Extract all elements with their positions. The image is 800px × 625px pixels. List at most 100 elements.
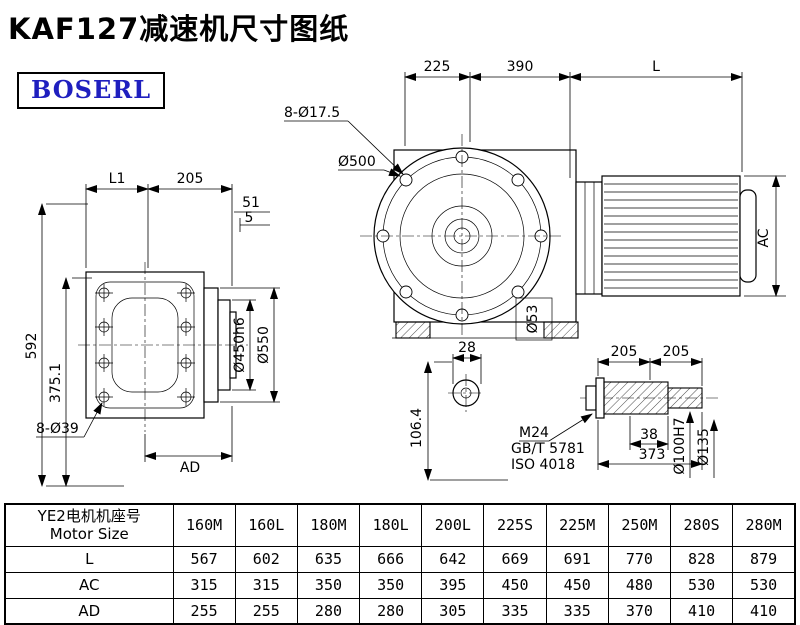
col-header: 160M xyxy=(172,503,236,547)
cell: 691 xyxy=(545,545,609,573)
cell: 879 xyxy=(732,545,796,573)
cell: 335 xyxy=(545,597,609,625)
cell: 395 xyxy=(421,571,485,599)
dim-L: L xyxy=(652,59,660,75)
table-corner-cell: YE2电机机座号 Motor Size xyxy=(4,503,174,547)
row-label: AD xyxy=(4,597,174,625)
cell: 602 xyxy=(234,545,298,573)
cell: 350 xyxy=(296,571,361,599)
front-view: 225 390 L 8-Ø17.5 Ø500 AC Ø53 xyxy=(284,59,786,341)
dim-375: 375.1 xyxy=(48,363,64,403)
cell: 350 xyxy=(359,571,423,599)
cell: 255 xyxy=(172,597,236,625)
dim-bore-diameter: Ø100H7 xyxy=(672,417,688,474)
dim-28: 28 xyxy=(458,340,476,356)
dim-hub-diameter: Ø135 xyxy=(696,428,712,466)
dim-L1: L1 xyxy=(109,171,126,187)
technical-drawing: 225 390 L 8-Ø17.5 Ø500 AC Ø53 xyxy=(24,59,786,487)
table-row-L: L 567 602 635 666 642 669 691 770 828 87… xyxy=(4,545,796,573)
motor-size-table: YE2电机机座号 Motor Size 160M 160L 180M 180L … xyxy=(4,503,796,625)
motor-frame-label-cn: YE2电机机座号 xyxy=(37,506,141,525)
bolt-hole xyxy=(511,173,525,187)
dim-bolt-holes-side: 8-Ø39 xyxy=(36,421,79,437)
motor-body xyxy=(601,175,741,297)
table-header-row: YE2电机机座号 Motor Size 160M 160L 180M 180L … xyxy=(4,503,796,547)
dim-flange-diameter-side: Ø550 xyxy=(256,326,272,364)
dim-205-left: 205 xyxy=(611,344,638,360)
side-view: L1 205 51 5 592 375.1 8-Ø39 AD Ø450h6 Ø xyxy=(24,171,280,487)
bolt-head xyxy=(585,385,597,411)
dim-flange-diameter: Ø500 xyxy=(338,154,376,170)
motor-end-cap xyxy=(739,189,757,283)
cell: 335 xyxy=(483,597,547,625)
dim-106-4: 106.4 xyxy=(409,408,425,448)
bottom-detail-view: 28 106.4 xyxy=(409,340,508,481)
table-row-AD: AD 255 255 280 280 305 335 335 370 410 4… xyxy=(4,597,796,625)
cell: 410 xyxy=(669,597,734,625)
cell: 370 xyxy=(607,597,672,625)
dim-spigot-diameter: Ø450h6 xyxy=(232,317,248,373)
dim-bolt-holes-front: 8-Ø17.5 xyxy=(284,105,340,121)
row-label: AC xyxy=(4,571,174,599)
row-label: L xyxy=(4,545,174,573)
cell: 305 xyxy=(421,597,485,625)
brand-logo-text: BOSERL xyxy=(31,75,152,104)
col-header: 280M xyxy=(732,503,796,547)
dim-boss-diameter: Ø53 xyxy=(525,305,541,334)
col-header: 200L xyxy=(421,503,485,547)
cell: 642 xyxy=(421,545,485,573)
cell: 280 xyxy=(296,597,361,625)
output-boss xyxy=(515,297,553,341)
cell: 770 xyxy=(607,545,672,573)
washer xyxy=(595,377,605,419)
dim-390: 390 xyxy=(507,59,534,75)
col-header: 225M xyxy=(545,503,609,547)
standard-gb: GB/T 5781 xyxy=(511,441,585,457)
dim-225: 225 xyxy=(424,59,451,75)
thread-spec: M24 xyxy=(519,425,549,441)
cell: 315 xyxy=(172,571,236,599)
cell: 315 xyxy=(234,571,298,599)
dim-592: 592 xyxy=(24,333,40,360)
dim-205: 205 xyxy=(177,171,204,187)
col-header: 250M xyxy=(607,503,672,547)
bolt-hole xyxy=(399,285,413,299)
cell: 567 xyxy=(172,545,236,573)
cell: 669 xyxy=(483,545,547,573)
dim-AC: AC xyxy=(756,228,772,247)
dim-205-right: 205 xyxy=(663,344,690,360)
dim-373: 373 xyxy=(639,447,666,463)
cell: 480 xyxy=(607,571,672,599)
foot-right xyxy=(543,321,579,339)
cell: 530 xyxy=(669,571,734,599)
col-header: 180M xyxy=(296,503,361,547)
shaft-detail-view: 205 205 38 373 M24 GB/T 5781 ISO 4018 Ø1… xyxy=(511,344,718,478)
foot-left xyxy=(395,321,431,339)
dim-5: 5 xyxy=(245,210,254,226)
shaft-section xyxy=(603,381,669,415)
bolt-hole xyxy=(511,285,525,299)
cell: 280 xyxy=(359,597,423,625)
cell: 828 xyxy=(669,545,734,573)
shaft-bore-section xyxy=(667,387,703,409)
standard-iso: ISO 4018 xyxy=(511,457,575,473)
bolt-hole xyxy=(399,173,413,187)
col-header: 280S xyxy=(669,503,734,547)
table-row-AC: AC 315 315 350 350 395 450 450 480 530 5… xyxy=(4,571,796,599)
brand-logo: BOSERL xyxy=(17,72,166,109)
dim-38: 38 xyxy=(640,427,658,443)
dim-51: 51 xyxy=(242,195,260,211)
cell: 666 xyxy=(359,545,423,573)
page-title: KAF127减速机尺寸图纸 xyxy=(8,12,350,46)
motor-adapter-flange xyxy=(575,181,603,295)
cell: 450 xyxy=(483,571,547,599)
cell: 635 xyxy=(296,545,361,573)
col-header: 225S xyxy=(483,503,547,547)
cell: 410 xyxy=(732,597,796,625)
col-header: 160L xyxy=(234,503,298,547)
cell: 255 xyxy=(234,597,298,625)
dim-AD: AD xyxy=(180,460,200,476)
motor-frame-label-en: Motor Size xyxy=(49,525,129,544)
cell: 530 xyxy=(732,571,796,599)
cell: 450 xyxy=(545,571,609,599)
